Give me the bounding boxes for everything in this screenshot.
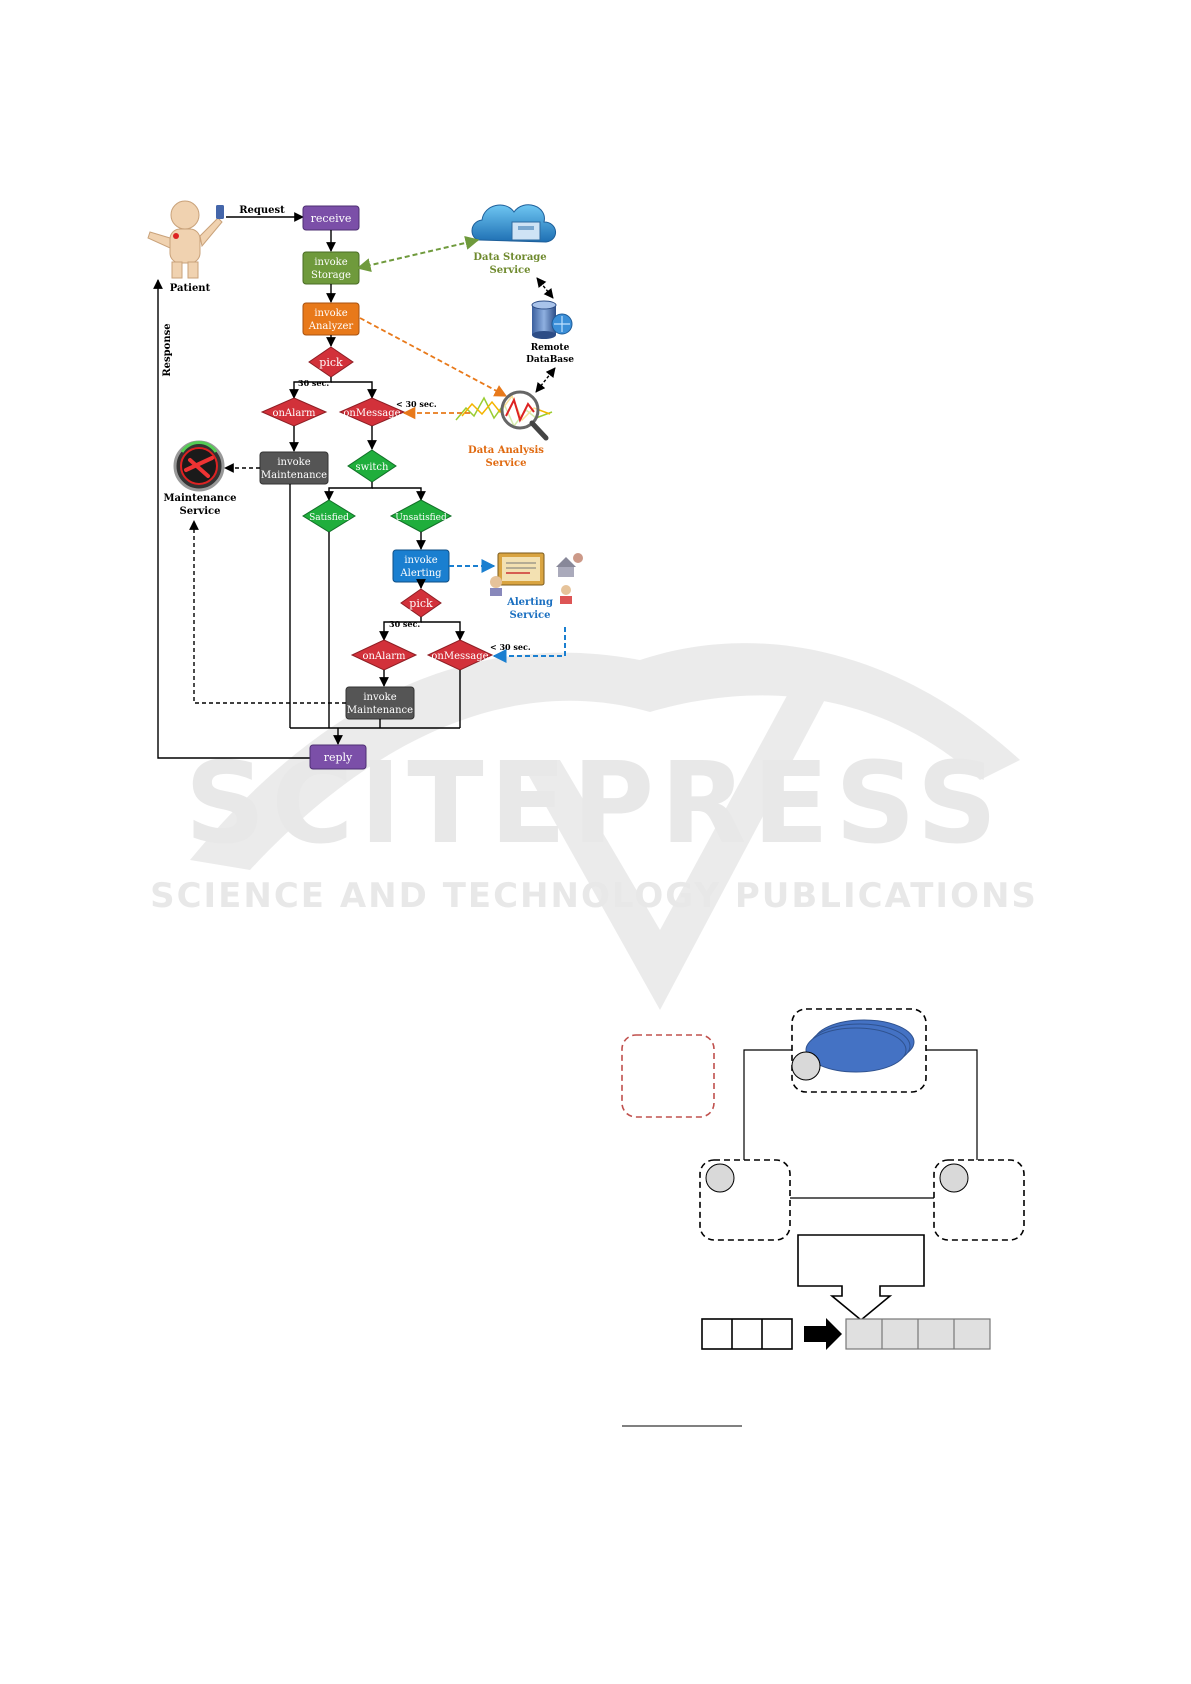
patient-label: Patient [170,283,211,294]
right-dashed-node [933,1159,1025,1241]
invoke-maintenance-1-line2: Maintenance [261,470,327,481]
callout-arrow-box [797,1234,925,1322]
maintenance-label-1: Maintenance [163,493,236,504]
database-icon [531,300,573,339]
left-node-circle [705,1163,735,1193]
data-analysis-label-2: Service [486,458,527,469]
invoke-storage-line1: invoke [314,257,347,268]
receive-label: receive [311,212,352,225]
request-label: Request [239,205,285,216]
invoke-storage-line2: Storage [311,270,351,281]
watermark: SCITEPRESS SCIENCE AND TECHNOLOGY PUBLIC… [150,643,1038,1010]
left-dashed-node [699,1159,791,1241]
invoke-maintenance-2-line2: Maintenance [347,705,413,716]
source-array [701,1318,793,1350]
on-message-1-label: onMessage [343,408,400,419]
invoke-maintenance-1-activity: invoke Maintenance [259,451,329,485]
invoke-maintenance-2-activity: invoke Maintenance [345,686,415,720]
stacked-ellipse-front [805,1027,907,1073]
switch-label: switch [356,462,390,473]
top-node-circle [791,1051,821,1081]
within-1-label: < 30 sec. [396,399,437,409]
invoke-alerting-line1: invoke [404,555,437,566]
patient-figure-icon [147,200,224,279]
target-array [845,1318,991,1350]
invoke-storage-activity: invoke Storage [302,251,360,285]
satisfied-branch: Satisfied [302,499,356,533]
unsatisfied-label: Unsatisfied [395,513,447,523]
satisfied-label: Satisfied [309,513,349,523]
data-analysis-icon [455,390,553,441]
architecture-diagram [621,1008,1025,1427]
red-dashed-box [621,1034,715,1118]
on-message-1-event: onMessage [338,397,406,427]
invoke-maintenance-2-line1: invoke [363,692,396,703]
invoke-analyzer-activity: invoke Analyzer [302,302,360,336]
right-node-circle [939,1163,969,1193]
response-label: Response [162,323,173,376]
invoke-alerting-activity: invoke Alerting [392,549,450,583]
right-arrow-icon [804,1318,842,1350]
invoke-maintenance-1-line1: invoke [277,457,310,468]
remote-db-label-1: Remote [531,343,570,353]
watermark-check-shape [520,690,830,1010]
maintenance-gauge-icon [173,440,225,492]
on-alarm-1-label: onAlarm [272,408,316,419]
pick-1-label: pick [319,356,343,369]
data-storage-label-1: Data Storage [473,252,546,263]
alerting-label-1: Alerting [506,597,553,608]
invoke-analyzer-line2: Analyzer [308,321,354,332]
on-alarm-2-label: onAlarm [362,651,406,662]
reply-activity: reply [309,744,367,770]
alerting-label-2: Service [510,610,551,621]
within-2-label: < 30 sec. [490,642,531,652]
invoke-alerting-line2: Alerting [399,568,442,579]
maintenance-label-2: Service [180,506,221,517]
on-alarm-2-event: onAlarm [350,639,418,671]
remote-db-label-2: DataBase [526,355,574,365]
pick-gateway-2: pick [400,588,442,618]
alerting-service-icon [490,552,583,604]
data-analysis-label-1: Data Analysis [468,445,544,456]
timeout-2-label: 30 sec. [389,619,420,629]
reply-label: reply [324,751,353,764]
process-flow-diagram: Patient Request Response receive invoke … [147,200,583,770]
invoke-analyzer-line1: invoke [314,308,347,319]
timeout-1-label: 30 sec. [298,378,329,388]
pick-gateway-1: pick [308,346,354,378]
cloud-storage-icon [471,204,556,243]
watermark-tagline: SCIENCE AND TECHNOLOGY PUBLICATIONS [150,876,1038,916]
unsatisfied-branch: Unsatisfied [389,499,453,533]
pick-2-label: pick [409,597,433,610]
receive-activity: receive [302,205,360,231]
data-storage-label-2: Service [490,265,531,276]
switch-gateway: switch [347,449,397,483]
on-message-2-label: onMessage [431,651,488,662]
on-alarm-1-event: onAlarm [260,397,328,427]
